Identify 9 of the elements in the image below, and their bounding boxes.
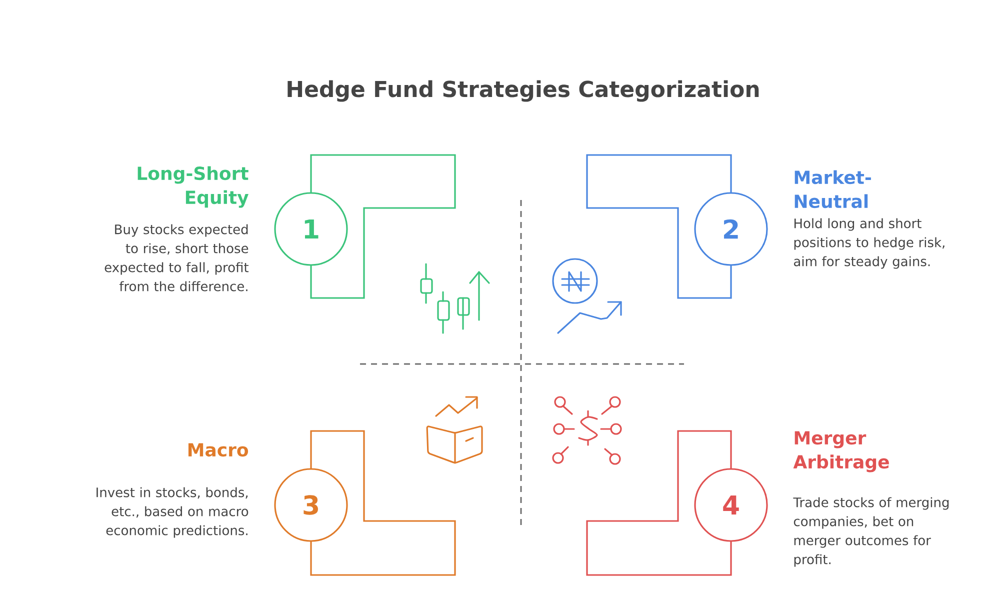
description: Hold long and short positions to hedge risk, aim for steady gains.	[794, 218, 944, 269]
description: Buy stocks expected to rise, short those expected to fall, profit from the difference.	[104, 224, 249, 292]
heading: Market-Neutral	[794, 170, 871, 208]
heading: Merger Arbitrage	[793, 431, 889, 472]
description: Invest in stocks, bonds, etc., based on macro economic predictions.	[96, 487, 248, 538]
heading: Long-Short Equity	[138, 166, 248, 208]
description: Trade stocks of merging companies, bet on merger outcomes for profit.	[793, 497, 949, 567]
title: Hedge Fund Strategies Categorization	[288, 80, 759, 102]
heading: Macro	[188, 443, 248, 457]
